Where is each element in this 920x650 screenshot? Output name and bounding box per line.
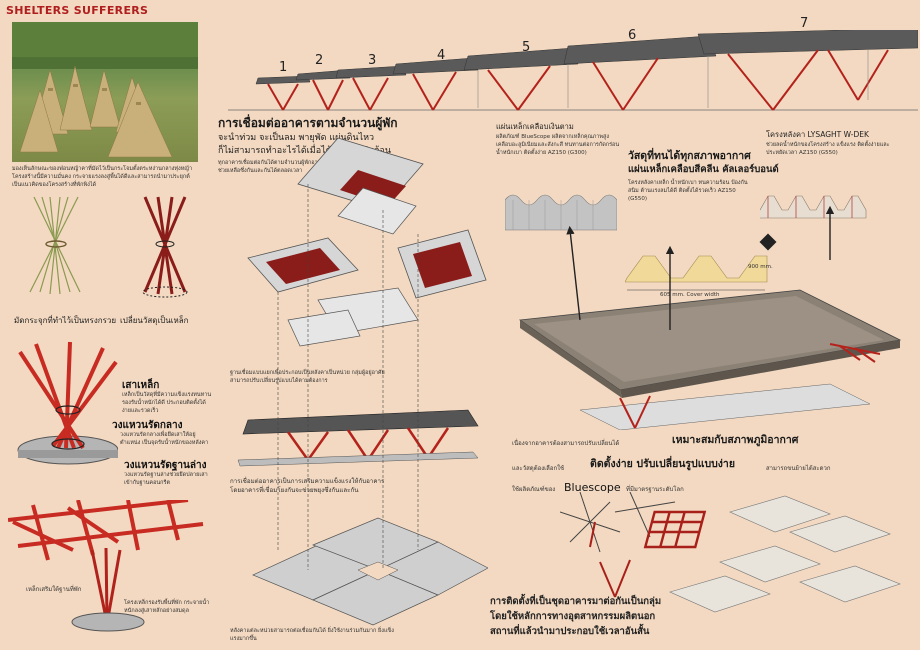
w-dek-sample: [760, 195, 867, 219]
grass-bundle-photo: [12, 22, 198, 162]
material-desc: โครงหลังคาเหล็ก น้ำหนักเบา ทนความร้อน ป้…: [628, 180, 748, 202]
connection-subheading-2: ก็ไม่สามารถทำอะไรได้เมื่อได้อยู่เป็นกลุ่…: [218, 146, 391, 156]
low-ring-desc: วงแหวนรัดฐานล่างช่วยยึดปลายเสาเข้ากับฐาน…: [124, 472, 208, 486]
middle-note-2: การเชื่อมต่ออาคารเป็นการเสริมความแข็งแรง…: [230, 478, 385, 494]
feature-line-2-big: ติดตั้งง่าย ปรับเปลี่ยนรูปแบบง่าย: [590, 458, 735, 470]
corrugated-sheet-sample: [505, 194, 617, 231]
colorbond-profile-sample: [625, 255, 768, 291]
bottom-line-1: การติดตั้งที่เป็นชุดอาคารมาต่อกันเป็นกลุ…: [490, 596, 662, 607]
grass-bundle-illustration: [12, 22, 198, 158]
low-ring-label: วงแหวนรัดฐานล่าง: [124, 460, 207, 471]
steel-column-detail: [17, 341, 118, 465]
connection-desc: ทุกอาคารเชื่อมต่อกันได้ตามจำนวนผู้พักอาศ…: [218, 160, 359, 174]
stage-number-3: 3: [368, 53, 377, 68]
growth-elevation: [228, 30, 918, 111]
feature-line-3-small: ใช้ผลิตภัณฑ์ของ: [512, 486, 556, 493]
steel-frame-detail: [8, 500, 204, 632]
exploded-assembly-diagram: [237, 137, 488, 626]
photo-caption: มองเห็นลักษณะของฟ่อนหญ้าคาที่มัดไว้เป็นก…: [12, 166, 193, 188]
mid-ring-desc: วงแหวนรัดกลางเพื่อยึดเสาให้อยู่ตำแหน่ง เ…: [120, 432, 209, 446]
profile-dimension-2: 900 mm.: [748, 264, 773, 270]
stage-number-5: 5: [522, 40, 531, 55]
mid-ring-label: วงแหวนรัดกลาง: [112, 420, 183, 431]
stage-number-1: 1: [279, 60, 288, 75]
column-label: เสาเหล็ก: [122, 380, 160, 391]
frame-label: เหล็กเสริมใต้ฐานที่พัก: [26, 586, 82, 593]
feature-line-2-tail: สามารถขนย้ายได้สะดวก: [766, 465, 831, 472]
bundle-to-steel-diagram: [29, 196, 188, 298]
connection-heading: การเชื่อมต่ออาคารตามจำนวนผู้พัก: [218, 116, 398, 130]
deck-title: โครงหลังคา LYSAGHT W-DEK: [766, 130, 869, 139]
stage-number-7: 7: [800, 16, 809, 31]
middle-note-1: ฐานเชื่อมแบบแยกเพื่อประกอบเป็นหลังคาเป็น…: [230, 370, 385, 384]
bottom-line-2: โดยใช้หลักการทางอุตสาหกรรมผลิตนอก: [490, 611, 656, 622]
grass-bundle-sketch: [29, 196, 81, 295]
bottom-line-3: สถานที่แล้วนำมาประกอบใช้เวลาอันสั้น: [490, 626, 650, 637]
frame-desc: โครงเหล็กรองรับพื้นที่พัก กระจายน้ำหนักล…: [124, 600, 210, 614]
steel-bundle-sketch: [142, 196, 188, 298]
feature-line-3-tail: ที่มีมาตรฐานระดับโลก: [626, 486, 684, 493]
sheet-desc: ผลิตภัณฑ์ BlueScope ผลิตจากเหล็กคุณภาพสู…: [496, 134, 620, 156]
connection-subheading-1: จะนำท่วม จะเป็นลม พายุพัด แผ่นดินไหว: [218, 133, 375, 143]
column-desc: เหล็กเป็นวัสดุที่มีความแข็งแรงทนทาน รองร…: [122, 392, 212, 414]
material-heading-2: แผ่นเหล็กเคลือบสีคลีน คัลเลอร์บอนด์: [628, 164, 779, 175]
middle-note-3: หลังคาแต่ละหน่วยสามารถต่อเชื่อมกันได้ ยิ…: [230, 628, 394, 642]
bundle-label-steel: เปลี่ยนวัสดุเป็นเหล็ก: [120, 316, 189, 325]
stage-number-2: 2: [315, 53, 324, 68]
feature-line-1-small: เนื่องจากอาคารต้องสามารถปรับเปลี่ยนได้: [512, 440, 620, 447]
bluescope-label: Bluescope: [564, 481, 621, 494]
poster-title: SHELTERS SUFFERERS: [6, 4, 149, 17]
feature-line-2-small: และวัสดุต้องเลือกใช้: [512, 465, 565, 472]
material-heading-1: วัสดุที่ทนได้ทุกสภาพอากาศ: [628, 150, 751, 162]
sheet-title: แผ่นเหล็กเคลือบเงินตาม: [496, 122, 574, 131]
roof-slab-assembly: [518, 289, 902, 430]
deck-desc: ช่วยลดน้ำหนักของโครงสร้าง แข็งแรง ติดตั้…: [766, 142, 890, 156]
modular-assembly-sketch: [560, 492, 901, 613]
stage-number-4: 4: [437, 48, 446, 63]
material-arrows: [566, 205, 835, 330]
feature-line-1-big: เหมาะสมกับสภาพภูมิอากาศ: [672, 434, 799, 446]
bundle-label-grass: มัดกระจุกที่ทำไว้เป็นทรงกรวย: [14, 316, 117, 325]
profile-dimension-1: 605 mm. Cover width: [660, 292, 720, 298]
stage-number-6: 6: [628, 28, 637, 43]
